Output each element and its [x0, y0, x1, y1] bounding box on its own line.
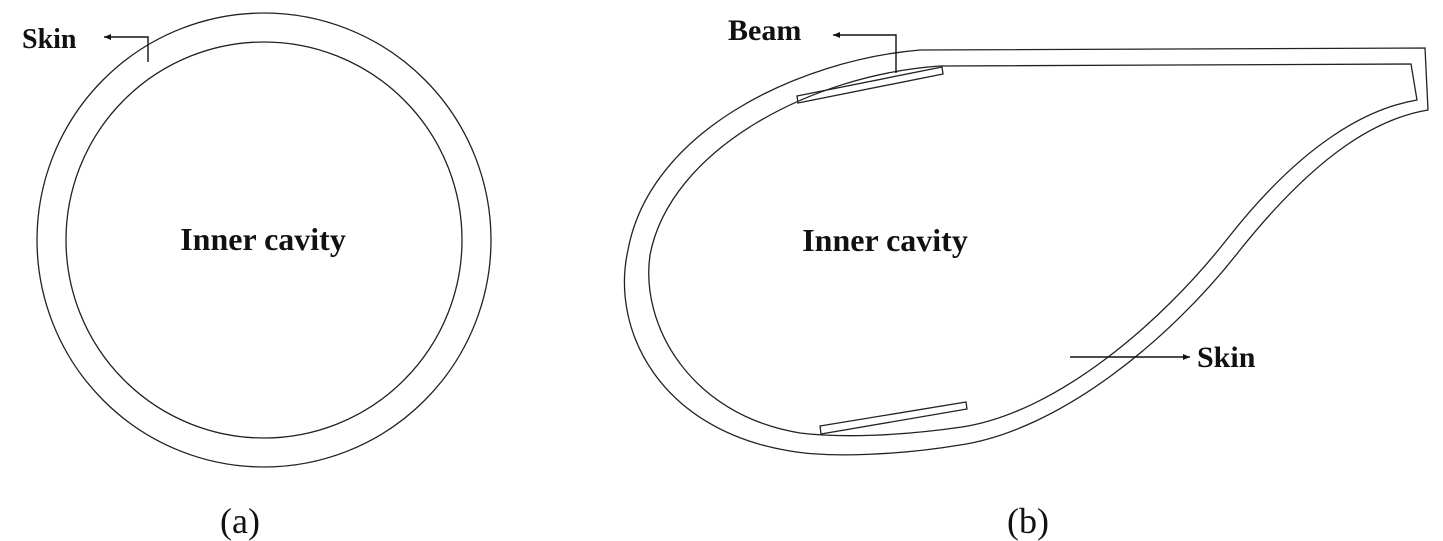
- skin-label-b: Skin: [1197, 341, 1256, 374]
- upper-beam: [796, 66, 944, 104]
- panel-b: Beam Inner cavity Skin (b): [623, 14, 1429, 541]
- skin-leader-arrow-a: [104, 34, 149, 62]
- inner-cavity-label-a: Inner cavity: [180, 221, 346, 257]
- inner-cavity-circle: [65, 41, 463, 439]
- caption-a: (a): [220, 501, 260, 541]
- inner-cavity-profile: [648, 63, 1418, 437]
- beam-label: Beam: [728, 14, 801, 47]
- skin-label-a: Skin: [22, 24, 77, 55]
- panel-a: Skin Inner cavity (a): [22, 12, 492, 541]
- outer-skin-circle: [36, 12, 492, 468]
- lower-beam: [819, 401, 968, 435]
- beam-leader-arrow: [833, 32, 897, 73]
- inner-cavity-label-b: Inner cavity: [802, 222, 968, 258]
- caption-b: (b): [1007, 501, 1049, 541]
- outer-skin-profile: [623, 47, 1429, 456]
